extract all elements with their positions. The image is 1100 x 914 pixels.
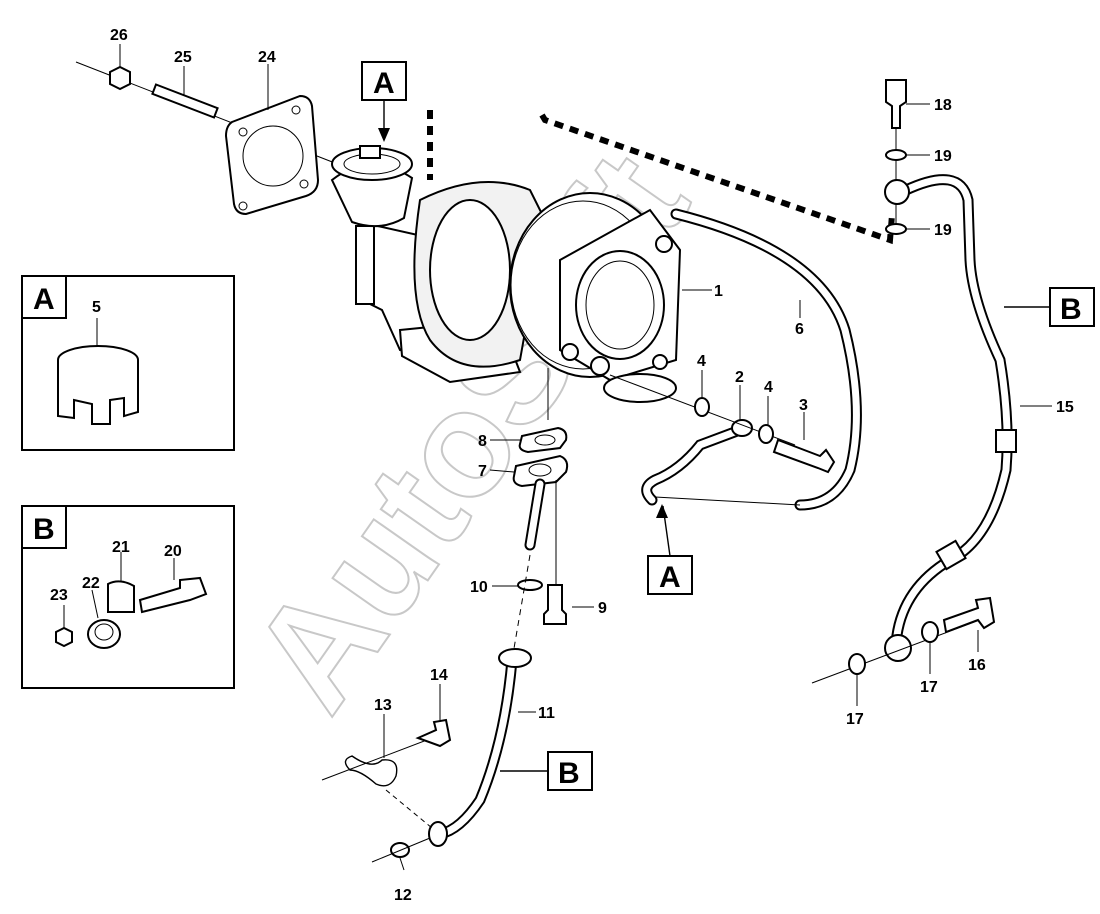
callout-8: 8 — [478, 433, 487, 450]
leader-lines — [91, 44, 1052, 871]
callout-2: 2 — [735, 369, 744, 386]
callout-numbers: 1 2 3 4 4 5 6 7 8 9 10 11 12 13 14 15 16… — [50, 27, 1074, 904]
drain-assembly — [321, 368, 569, 863]
svg-text:B: B — [1060, 293, 1082, 326]
callout-3: 3 — [799, 397, 808, 414]
ref-a-bottom: A — [647, 504, 693, 595]
o-ring-10 — [517, 579, 543, 591]
bolt-18 — [885, 79, 907, 129]
nut-26 — [109, 65, 131, 91]
callout-5: 5 — [92, 299, 101, 316]
callout-4a: 4 — [697, 353, 706, 370]
oil-feed-line — [811, 79, 1017, 684]
washer-17a — [848, 653, 866, 675]
callout-17a: 17 — [846, 711, 864, 728]
turbocharger-1 — [355, 181, 682, 403]
callout-26: 26 — [110, 27, 128, 44]
svg-text:A: A — [659, 561, 681, 594]
callout-24: 24 — [258, 49, 276, 66]
callout-16: 16 — [968, 657, 986, 674]
grommet-22 — [87, 619, 121, 649]
callout-6: 6 — [795, 321, 804, 338]
stud-25 — [151, 83, 219, 119]
gasket-8 — [518, 426, 568, 454]
inlet-connector — [330, 145, 414, 228]
svg-text:B: B — [558, 757, 580, 790]
ref-b-right: B — [1004, 287, 1095, 327]
callout-1: 1 — [714, 283, 723, 300]
bolt-20 — [138, 576, 208, 614]
callout-21: 21 — [112, 539, 130, 556]
detail-b-title: B — [33, 513, 55, 546]
detail-a-title: A — [33, 283, 55, 316]
oil-pipe-2 — [609, 374, 836, 506]
callout-17b: 17 — [920, 679, 938, 696]
callout-22: 22 — [82, 575, 100, 592]
hose-6 — [670, 208, 862, 511]
callout-14: 14 — [430, 667, 448, 684]
gasket-24 — [224, 94, 320, 216]
callout-23: 23 — [50, 587, 68, 604]
callout-13: 13 — [374, 697, 392, 714]
callout-10: 10 — [470, 579, 488, 596]
callout-18: 18 — [934, 97, 952, 114]
washer-19a — [885, 149, 907, 161]
callout-15: 15 — [1056, 399, 1074, 416]
callout-9: 9 — [598, 600, 607, 617]
detail-box-a: A — [21, 275, 235, 451]
clamp-21 — [107, 580, 135, 613]
flange-fasteners — [75, 61, 341, 216]
callout-19a: 19 — [934, 148, 952, 165]
callout-4b: 4 — [764, 379, 773, 396]
banjo-top — [884, 179, 910, 205]
bolt-14 — [415, 718, 452, 748]
washer-4a — [694, 397, 710, 417]
callout-19b: 19 — [934, 222, 952, 239]
callout-25: 25 — [174, 49, 192, 66]
washer-19b — [885, 223, 907, 235]
callout-11: 11 — [538, 705, 555, 722]
bolt-3 — [772, 438, 836, 474]
svg-text:A: A — [373, 67, 395, 100]
banjo-bottom — [884, 634, 912, 662]
callout-12: 12 — [394, 887, 412, 904]
dashed-outline — [427, 110, 895, 245]
bolt-16 — [942, 596, 996, 634]
callout-7: 7 — [478, 463, 487, 480]
nut-23 — [55, 626, 73, 648]
detail-box-b: B — [21, 505, 235, 689]
washer-17b — [921, 621, 939, 643]
callout-20: 20 — [164, 543, 182, 560]
bolt-9 — [543, 584, 567, 625]
washer-4b — [758, 424, 774, 444]
ref-a-top: A — [361, 61, 407, 142]
ref-b-bottom: B — [500, 751, 593, 791]
clamp-13 — [344, 755, 398, 787]
